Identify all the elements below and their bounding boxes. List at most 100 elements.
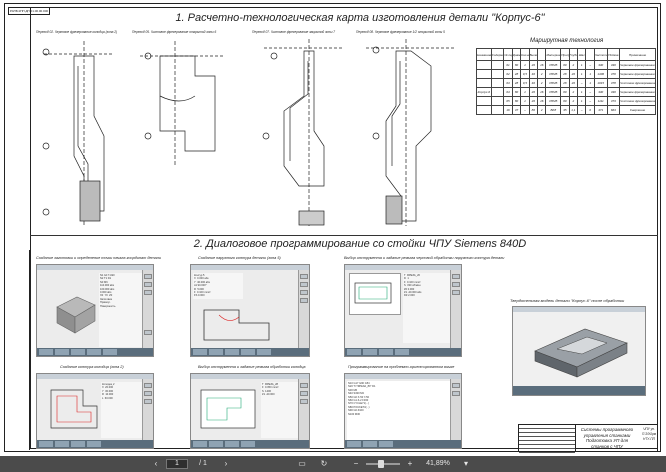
route-cell: P6M5 [545, 96, 562, 106]
page-total: / 1 [199, 460, 207, 467]
route-cell: 2 [568, 60, 579, 70]
route-cell: Черновое фрезерование зоны 2 [619, 69, 656, 79]
route-cell: Корпус-6 [476, 87, 492, 97]
route-cell [490, 105, 505, 115]
route-cell: 1,1 [568, 105, 579, 115]
page-number-input[interactable]: 1 [166, 459, 188, 469]
screen-blank-params: N1 G17 G90 N2 T1 D1 N3 M6 110.000 abs 10… [99, 273, 143, 347]
main-title: 1. Расчетно-технологическая карта изгото… [175, 12, 545, 24]
route-cell: 1 [520, 96, 530, 106]
route-cell: 1 [585, 78, 595, 88]
caption-programming-language: Программирование на проблемно-ориентиров… [348, 365, 455, 369]
route-cell: 663 [606, 105, 621, 115]
route-cell: 2 [537, 78, 547, 88]
route-cell: P6M5 [545, 60, 562, 70]
rotate-icon[interactable]: ↻ [320, 459, 328, 468]
route-cell: 40 [528, 78, 539, 88]
route-cell: 04 [503, 87, 513, 97]
route-cell: 80 [511, 87, 522, 97]
route-cell: 28 [560, 69, 570, 79]
drawing-sheet: РАПБ.КПП.ДП.01.00.00.000 1. Расчетно-тех… [0, 0, 666, 456]
route-cell: 1 [520, 87, 530, 97]
route-cell: Чистовое фрезерование зоны 5 [619, 96, 656, 106]
route-cell: 16 [537, 87, 547, 97]
dialog-programming-title: 2. Диалоговое программирование со стойки… [193, 238, 527, 250]
route-cell [476, 105, 492, 115]
pocket-contour-preview [50, 389, 98, 429]
section-divider [30, 235, 658, 236]
transition-07-label: Переход 07. Чистовое фрезерование закрыт… [252, 30, 336, 34]
pocket-toolpath-preview [200, 389, 256, 429]
route-header-cell: Примечание [619, 48, 656, 61]
route-cell: 1406 [593, 69, 608, 79]
drawing-transition-05 [140, 41, 225, 166]
zoom-menu-icon[interactable]: ▾ [463, 459, 468, 468]
route-header-cell: Глубина [568, 48, 579, 61]
solid-model-caption: Твердотельная модель детали "Корпус-6" п… [510, 298, 625, 303]
route-cell: 60 [560, 96, 570, 106]
caption-outer-contour: Создание наружного контура детали (зона … [198, 256, 281, 260]
route-cell: – [585, 96, 595, 106]
route-cell: 2 [537, 105, 547, 115]
side-strip [4, 250, 30, 450]
route-cell: 330 [593, 60, 608, 70]
route-cell: 40 [528, 69, 539, 79]
route-cell: – [577, 78, 587, 88]
caption-tool-selection-outer: Выбор инструмента и задание режима черно… [344, 256, 505, 260]
route-cell: – [585, 60, 595, 70]
screen-outer-contour: Контур 5 X 0.000 abs Y 40.000 abs α1 90.… [190, 264, 310, 357]
next-page-icon[interactable]: › [224, 459, 228, 468]
screen-tool-selection-pocket: T ФРЕЗА_28 F 0.050 mm/z S 1406 Z1 -20.00… [190, 373, 310, 449]
route-cell: 60 [560, 87, 570, 97]
route-cell [476, 96, 492, 106]
solid-model-view [512, 306, 646, 396]
route-cell: 0 [585, 105, 595, 115]
route-cell: Черновое фрезерование зоны 4 [619, 87, 656, 97]
route-cell: P6M5 [545, 69, 562, 79]
route-cell: 1 [520, 60, 530, 70]
route-cell: 471 [593, 105, 608, 115]
route-cell: 20 [528, 60, 539, 70]
route-header-cell [537, 48, 547, 61]
route-cell [476, 69, 492, 79]
route-header-cell: Вылет [528, 48, 539, 61]
fit-page-icon[interactable]: ▭ [298, 459, 306, 468]
route-header-cell [585, 48, 595, 61]
route-cell: 60 [560, 60, 570, 70]
route-cell: 1 [577, 87, 587, 97]
route-cell: 330 [606, 87, 621, 97]
prev-page-icon[interactable]: ‹ [154, 459, 158, 468]
route-cell: BK8 [545, 105, 562, 115]
route-cell: 80 [528, 105, 539, 115]
solid-model-render [534, 328, 628, 378]
route-cell [490, 69, 505, 79]
route-cell: 16 [537, 60, 547, 70]
route-header-cell: Шаг [577, 48, 587, 61]
blank-3d-preview [56, 296, 96, 334]
route-cell: 20 [568, 78, 579, 88]
transition-02-label: Переход 02. Черновое фрезерование колодц… [36, 30, 118, 34]
route-cell: – [585, 87, 595, 97]
screen-tool-selection-outer: T ФРЕЗА_20 D 1 F 0.100 mm/z S 330 об/мин… [344, 264, 462, 357]
route-cell: 1 [577, 96, 587, 106]
route-header-cell: Материал инстр. [545, 48, 562, 61]
route-cell: Сверление [619, 105, 656, 115]
route-cell: 1915 [593, 78, 608, 88]
route-cell: 1 [585, 69, 595, 79]
route-cell: P6M5 [545, 87, 562, 97]
route-cell: 2 [568, 96, 579, 106]
title-block: Системы программного управления станками… [518, 424, 658, 453]
route-cell: P6M5 [545, 78, 562, 88]
zoom-slider-handle[interactable] [378, 460, 384, 468]
zoom-in-icon[interactable]: + [407, 459, 413, 468]
zoom-out-icon[interactable]: − [353, 459, 359, 468]
route-cell: 370 [606, 69, 621, 79]
route-cell: 378 [606, 78, 621, 88]
route-cell: 80 [511, 60, 522, 70]
screen-program-listing: N10 G17 G90 G54 N20 T="ФРЕЗА_80" D1 N30 … [344, 373, 462, 449]
